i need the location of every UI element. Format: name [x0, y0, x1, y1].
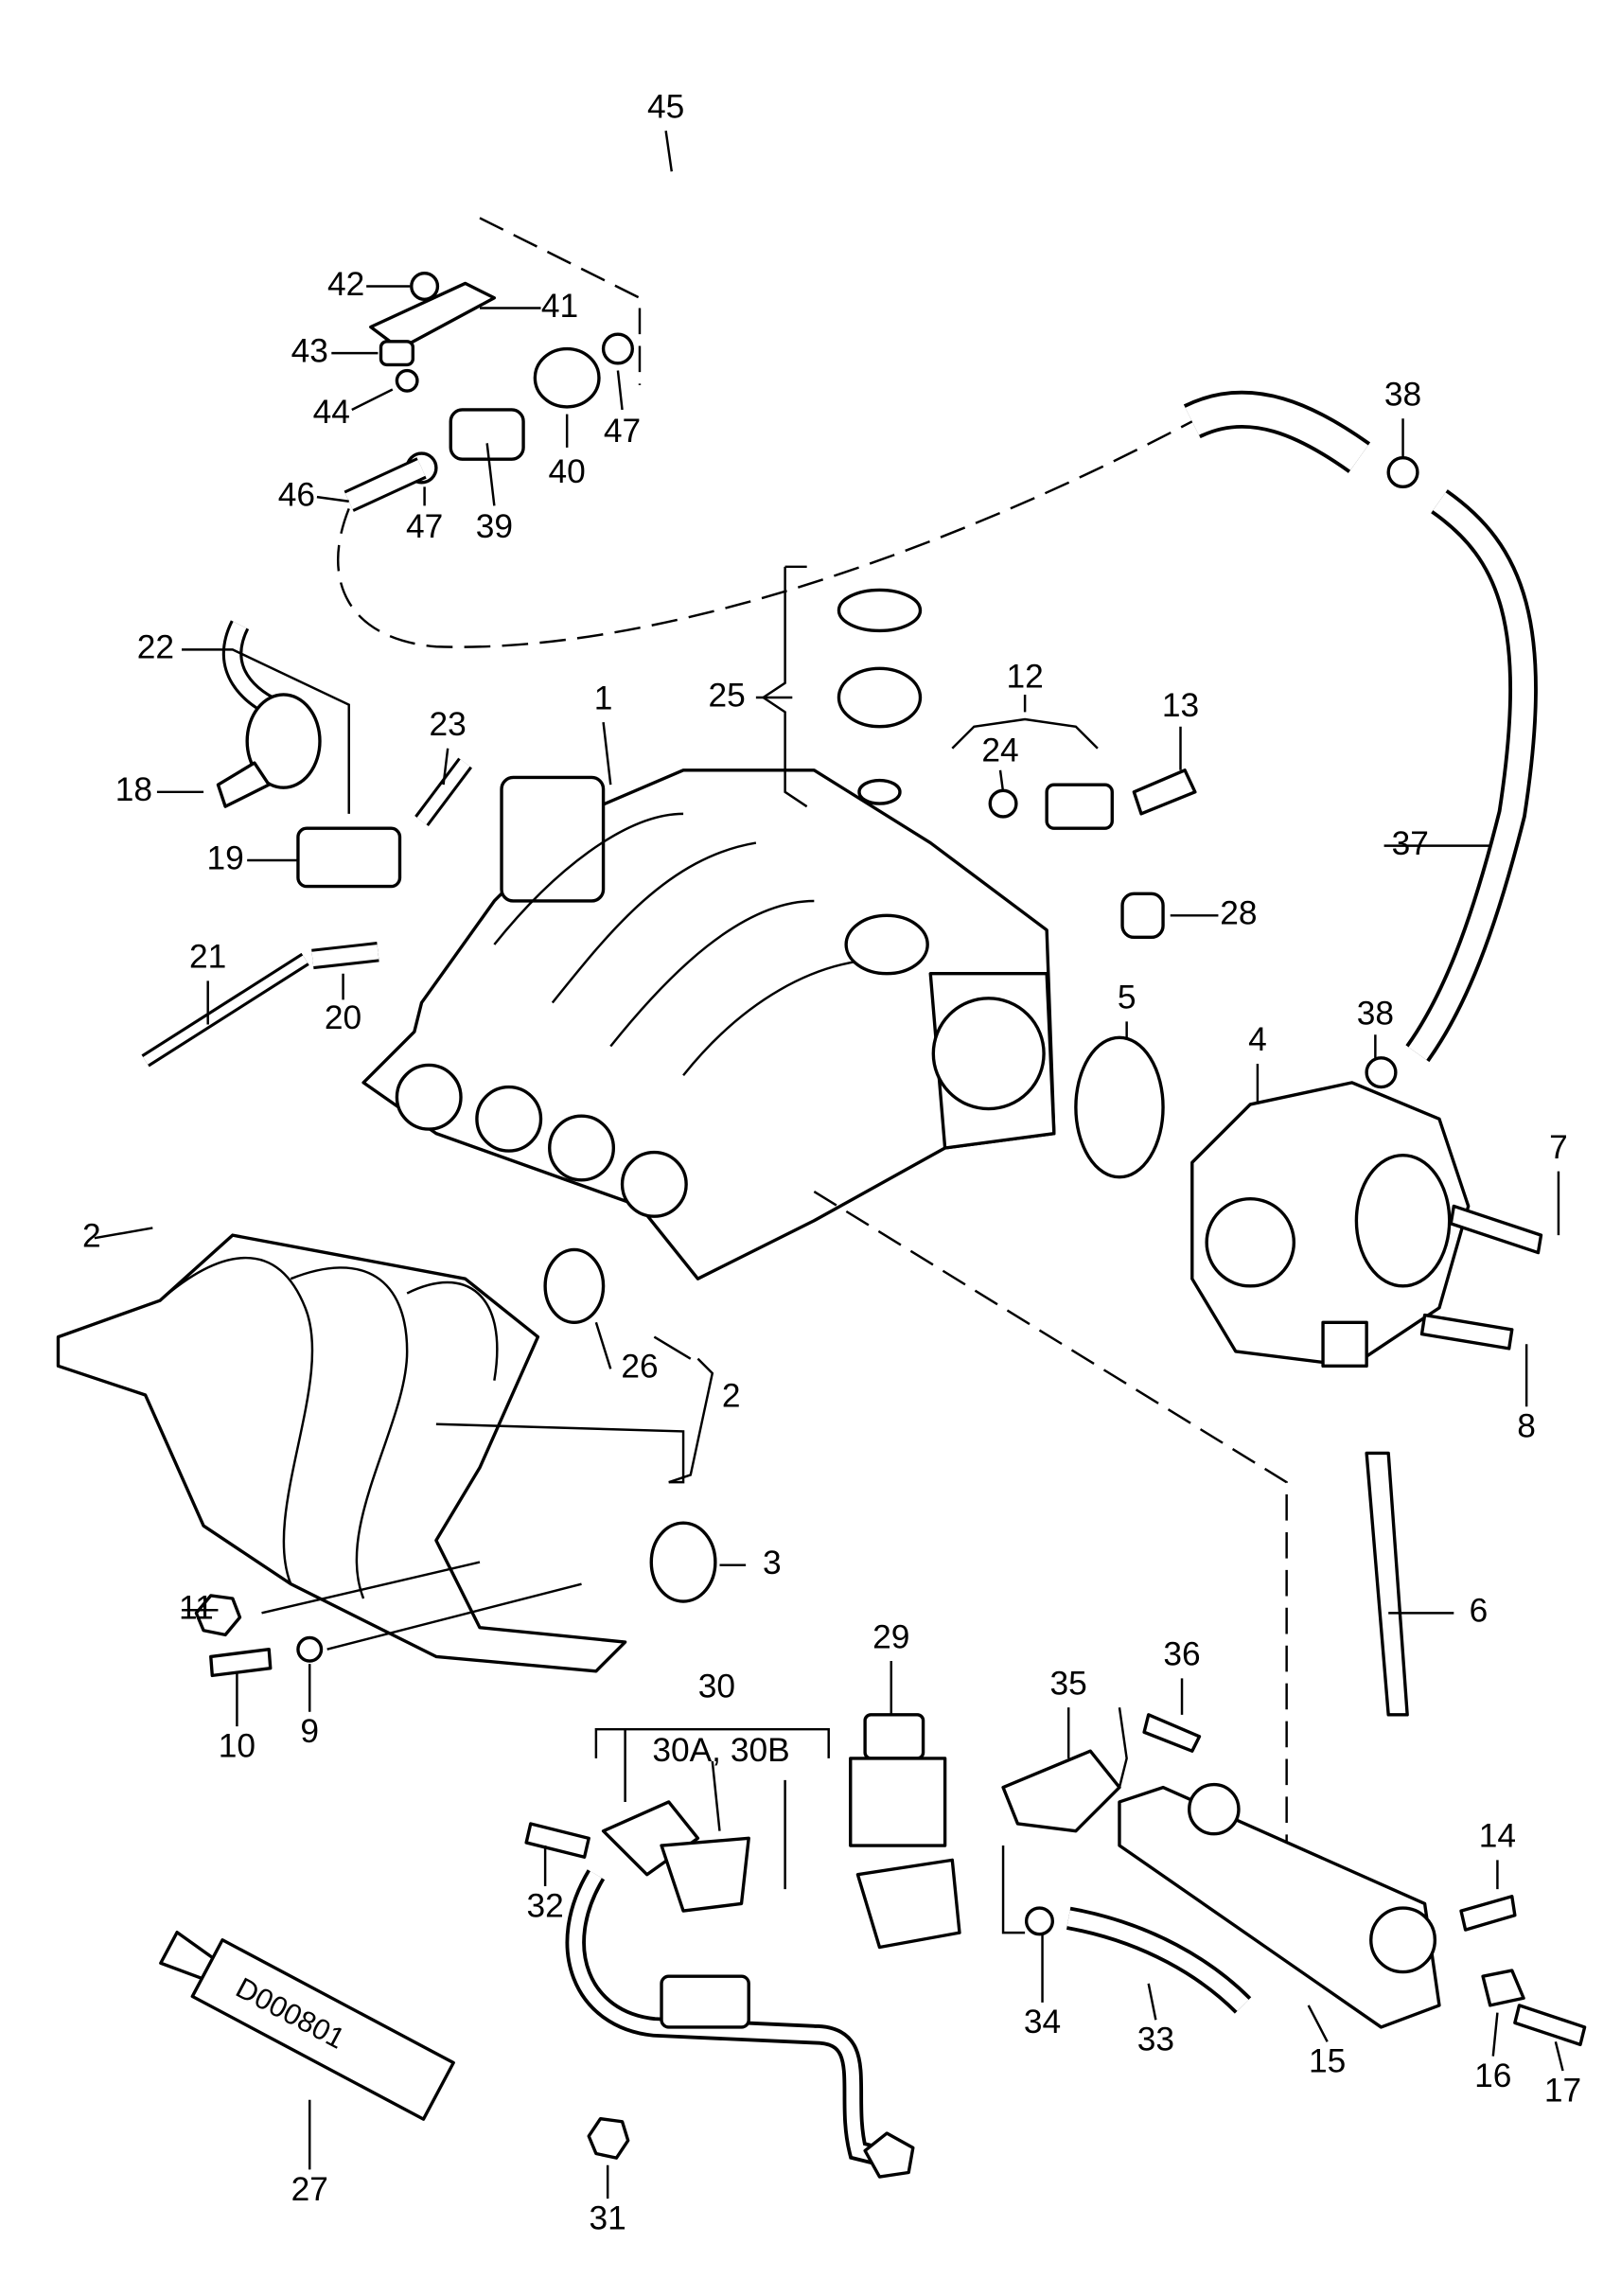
- callout-34: 34: [1024, 2004, 1061, 2040]
- callout-28: 28: [1220, 895, 1257, 932]
- callout-1: 1: [594, 680, 613, 716]
- callout-14: 14: [1479, 1818, 1516, 1855]
- callout-26: 26: [621, 1349, 658, 1386]
- callout-47: 47: [406, 508, 443, 545]
- callout-7: 7: [1549, 1129, 1568, 1166]
- callout-8: 8: [1517, 1408, 1536, 1445]
- callout-22: 22: [137, 629, 174, 666]
- callout-16: 16: [1474, 2058, 1511, 2094]
- callout-17: 17: [1544, 2072, 1581, 2109]
- callout-15: 15: [1309, 2043, 1346, 2080]
- callout-43: 43: [291, 332, 328, 369]
- callout-11: 11: [179, 1590, 214, 1627]
- callout-13: 13: [1162, 687, 1199, 724]
- callout-27: 27: [291, 2171, 328, 2208]
- callout-21: 21: [189, 939, 226, 976]
- callout-30a-30b: 30A, 30B: [652, 1732, 789, 1769]
- callout-38: 38: [1357, 996, 1394, 1033]
- callout-25: 25: [709, 677, 746, 714]
- callout-32: 32: [526, 1887, 563, 1924]
- egr-bracket: [1118, 1785, 1441, 2029]
- callout-47: 47: [604, 413, 641, 450]
- callout-30: 30: [698, 1669, 735, 1705]
- callout-3: 3: [763, 1545, 782, 1581]
- callout-2: 2: [722, 1377, 741, 1414]
- callout-44: 44: [313, 394, 350, 431]
- callout-29: 29: [872, 1618, 909, 1655]
- callout-37: 37: [1392, 825, 1429, 862]
- part-drawings: D000801: [56, 131, 1587, 2199]
- callout-35: 35: [1050, 1665, 1087, 1702]
- callout-23: 23: [430, 706, 467, 743]
- callout-10: 10: [219, 1727, 255, 1764]
- callout-5: 5: [1118, 980, 1136, 1016]
- callout-33: 33: [1137, 2022, 1174, 2058]
- callout-24: 24: [981, 733, 1018, 769]
- callout-36: 36: [1163, 1636, 1200, 1673]
- callout-18: 18: [115, 771, 152, 808]
- callout-4: 4: [1248, 1021, 1267, 1058]
- callout-46: 46: [278, 476, 315, 513]
- callout-40: 40: [549, 453, 586, 490]
- callout-20: 20: [325, 999, 361, 1036]
- throttle-body: [1190, 1081, 1471, 1369]
- callout-6: 6: [1470, 1593, 1489, 1630]
- callout-38: 38: [1384, 377, 1421, 414]
- callout-12: 12: [1006, 658, 1043, 695]
- callout-41: 41: [541, 288, 578, 325]
- intake-manifold-lower: [56, 1233, 627, 1673]
- callout-31: 31: [590, 2199, 626, 2236]
- callout-39: 39: [476, 508, 513, 545]
- callout-45: 45: [647, 88, 684, 125]
- vacuum-line-dashed: [336, 420, 1193, 648]
- callout-9: 9: [300, 1713, 319, 1750]
- callout-2: 2: [82, 1218, 101, 1255]
- sealant-tube: D000801: [159, 1931, 455, 2121]
- callout-42: 42: [327, 266, 364, 303]
- callout-19: 19: [206, 839, 243, 876]
- callout-labels: 45 42 41 43 44 47 40 46 47 39 38 22 25 1…: [82, 88, 1581, 2236]
